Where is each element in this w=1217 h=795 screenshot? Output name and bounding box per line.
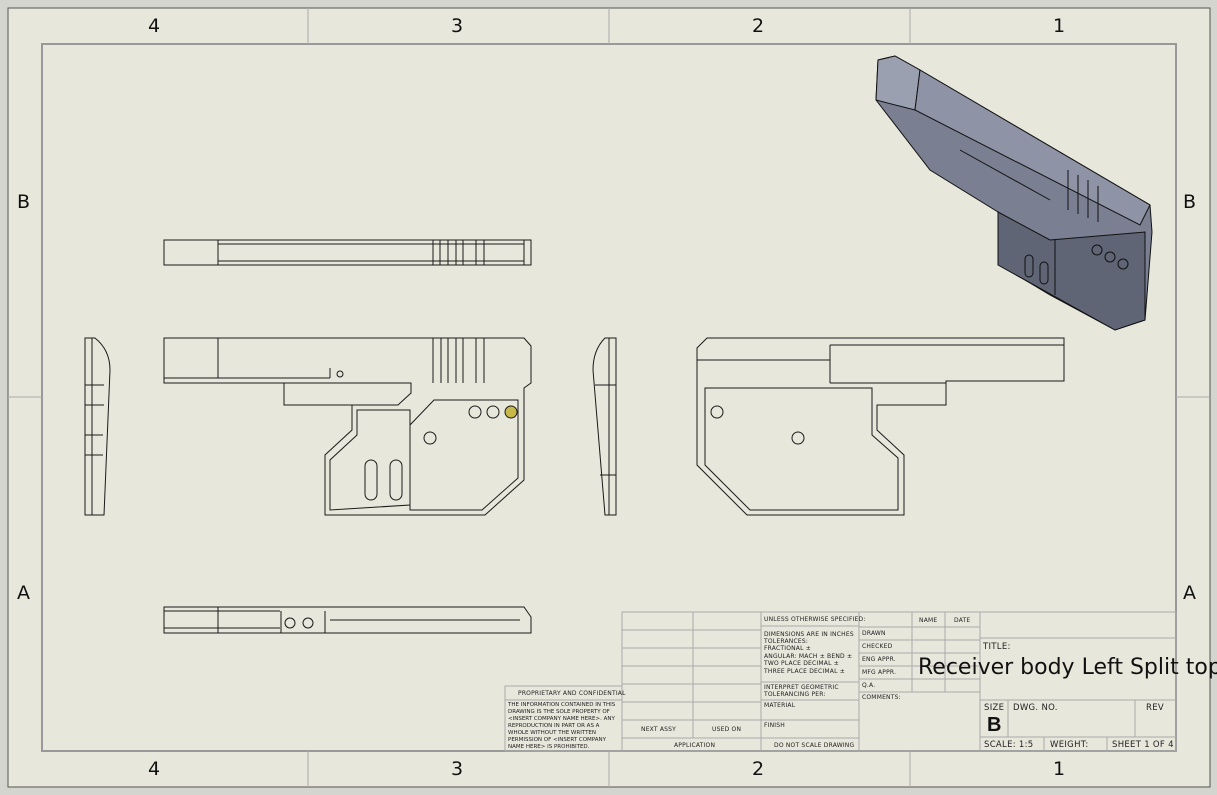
tolerance-line-4: ANGULAR: MACH ± BEND ± <box>764 653 853 660</box>
date-header: DATE <box>954 617 971 624</box>
zone-col-3-top: 3 <box>451 15 464 37</box>
weight-label: WEIGHT: <box>1050 740 1089 750</box>
size-value: B <box>987 714 1002 736</box>
left-side-view <box>84 337 111 516</box>
title-label: TITLE: <box>983 642 1011 652</box>
sheet-number: SHEET 1 OF 4 <box>1112 740 1174 750</box>
zone-row-b-right: B <box>1183 191 1197 213</box>
mfg-appr-label: MFG APPR. <box>862 669 897 676</box>
zone-col-4-bottom: 4 <box>148 758 161 780</box>
zone-row-a-left: A <box>17 582 30 604</box>
size-label: SIZE <box>984 703 1005 713</box>
application-label: APPLICATION <box>674 742 716 749</box>
tolerance-line-1: DIMENSIONS ARE IN INCHES <box>764 631 854 638</box>
tolerance-line-6: THREE PLACE DECIMAL ± <box>764 668 845 675</box>
bottom-view <box>163 606 532 634</box>
tolerance-line-2: TOLERANCES: <box>764 638 809 645</box>
unless-specified-note: UNLESS OTHERWISE SPECIFIED: <box>764 616 866 623</box>
interpret-line-1: INTERPRET GEOMETRIC <box>764 684 839 691</box>
proprietary-heading: PROPRIETARY AND CONFIDENTIAL <box>518 690 626 697</box>
do-not-scale-note: DO NOT SCALE DRAWING <box>774 742 855 749</box>
front-view <box>163 337 532 516</box>
zone-col-4-top: 4 <box>148 15 161 37</box>
interpret-line-2: TOLERANCING PER: <box>764 691 826 698</box>
tolerance-line-5: TWO PLACE DECIMAL ± <box>764 660 839 667</box>
zone-col-2-bottom: 2 <box>752 758 765 780</box>
proprietary-text: THE INFORMATION CONTAINED IN THIS DRAWIN… <box>508 702 616 750</box>
material-label: MATERIAL <box>764 702 796 709</box>
checked-label: CHECKED <box>862 643 893 650</box>
zone-row-b-left: B <box>17 191 31 213</box>
comments-label: COMMENTS: <box>862 694 901 701</box>
qa-label: Q.A. <box>862 682 876 689</box>
finish-label: FINISH <box>764 722 785 729</box>
zone-row-a-right: A <box>1183 582 1196 604</box>
title-block-grid <box>504 611 1177 752</box>
rear-view <box>696 337 1065 516</box>
drawing-title: Receiver body Left Split top <box>918 655 1217 680</box>
eng-appr-label: ENG APPR. <box>862 656 896 663</box>
next-assy-label: NEXT ASSY <box>641 726 677 733</box>
isometric-model-view <box>875 55 1153 331</box>
used-on-label: USED ON <box>712 726 742 733</box>
scale-value: SCALE: 1:5 <box>984 740 1034 750</box>
name-header: NAME <box>919 617 938 624</box>
drawn-label: DRAWN <box>862 630 886 637</box>
zone-col-3-bottom: 3 <box>451 758 464 780</box>
right-side-view <box>592 337 617 516</box>
dwg-no-label: DWG. NO. <box>1013 703 1058 713</box>
zone-col-2-top: 2 <box>752 15 765 37</box>
rev-label: REV <box>1146 703 1164 713</box>
tolerance-line-3: FRACTIONAL ± <box>764 645 811 652</box>
zone-col-1-bottom: 1 <box>1053 758 1066 780</box>
zone-dividers <box>8 8 1210 787</box>
top-view <box>163 239 532 266</box>
zone-col-1-top: 1 <box>1053 15 1066 37</box>
